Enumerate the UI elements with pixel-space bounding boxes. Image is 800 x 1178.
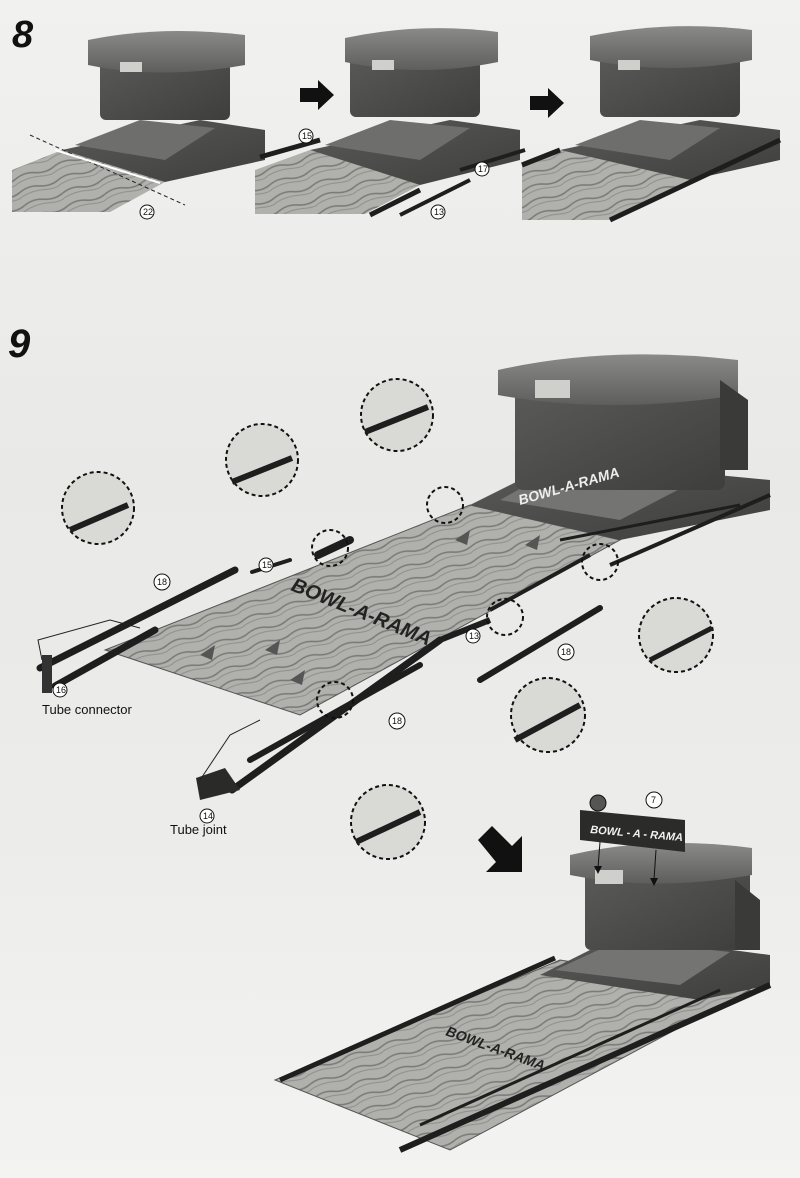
step9-main-assembly xyxy=(103,354,770,716)
step-8-number: 8 xyxy=(12,14,34,56)
step9-tubes xyxy=(36,493,771,800)
part-number-label: 18 xyxy=(157,577,167,587)
part-number-label: 13 xyxy=(469,631,479,641)
part-number-label: 7 xyxy=(651,795,656,805)
arrow-icon xyxy=(300,80,334,110)
tube-connector-label: Tube connector xyxy=(42,702,132,717)
part-number-label: 18 xyxy=(392,716,402,726)
part-number-label: 22 xyxy=(143,207,153,217)
step9-final-assembly xyxy=(273,794,772,1153)
step8-panel-1 xyxy=(12,31,265,220)
part-number-label: 14 xyxy=(203,811,213,821)
part-number-label: 16 xyxy=(56,685,66,695)
step9-part-numbers xyxy=(52,557,663,824)
part-number-label: 17 xyxy=(478,164,488,174)
detail-circles xyxy=(61,378,714,860)
tube-connector-part xyxy=(42,655,52,693)
part-number-label: 13 xyxy=(434,207,444,217)
step-9-number: 9 xyxy=(8,322,31,366)
part-number-label: 15 xyxy=(262,560,272,570)
step8-panel-2 xyxy=(255,28,526,220)
arrow-icon xyxy=(530,88,564,118)
arrow-icon xyxy=(478,826,522,872)
part-number-label: 15 xyxy=(302,131,312,141)
part-number-label: 18 xyxy=(561,647,571,657)
tube-joint-label: Tube joint xyxy=(170,822,227,837)
tube-joint-part xyxy=(196,768,240,800)
step8-panel-3 xyxy=(521,26,782,223)
